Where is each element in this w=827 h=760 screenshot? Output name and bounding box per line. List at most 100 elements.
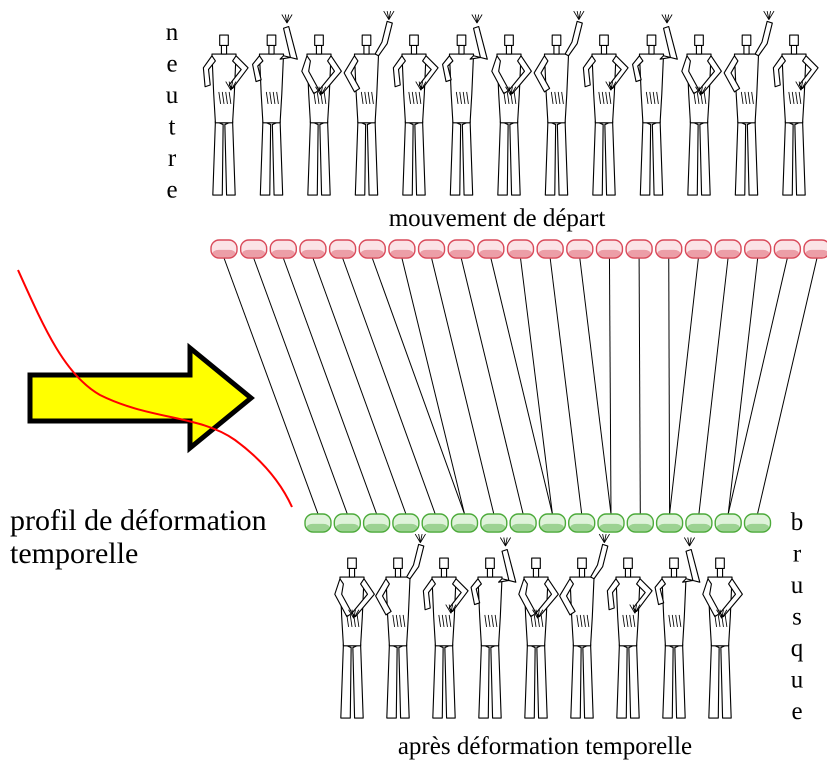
finger-stroke (530, 614, 533, 627)
vertical-letter: u (791, 667, 804, 694)
profile-label-line1: profil de déformation (10, 504, 267, 537)
finger-stroke (724, 614, 728, 627)
finger-stroke (364, 91, 367, 104)
finger-stroke (221, 91, 225, 104)
finger-stroke (696, 91, 700, 104)
frame-cell-shade (453, 523, 476, 532)
finger-stroke (533, 614, 537, 627)
finger-stroke (420, 81, 427, 91)
finger-stroke (455, 91, 459, 104)
frame-cell (626, 513, 654, 533)
mapping-line (282, 257, 378, 515)
finger-stroke (721, 609, 728, 619)
finger-stroke (388, 10, 395, 20)
finger-stroke (445, 604, 452, 614)
frame-cell-shade (746, 249, 770, 258)
finger-stroke (503, 91, 506, 104)
frame-cell-shade (597, 249, 621, 258)
finger-stroke (346, 614, 349, 627)
finger-stroke (601, 91, 605, 104)
frame-cell (625, 239, 653, 259)
finger-stroke (419, 533, 426, 543)
finger-stroke (535, 609, 539, 619)
finger-stroke (399, 614, 402, 627)
finger-stroke (598, 91, 601, 104)
frame-cell-shade (628, 523, 652, 532)
finger-stroke (348, 609, 355, 619)
finger-stroke (649, 91, 652, 104)
frame-cell (803, 239, 827, 259)
finger-stroke (700, 91, 703, 104)
frame-cell (358, 239, 386, 259)
finger-stroke (586, 614, 590, 627)
signer-figure-icon (723, 10, 775, 196)
finger-stroke (392, 614, 395, 627)
frame-cell-shade (423, 523, 447, 532)
vertical-letter: n (166, 19, 179, 46)
finger-stroke (450, 604, 454, 614)
finger-stroke (415, 91, 418, 104)
frame-cell-shade (538, 249, 562, 258)
frame-cell (744, 239, 772, 259)
finger-stroke (714, 614, 717, 627)
bottom-frame-bar (304, 513, 772, 533)
finger-stroke (800, 81, 807, 91)
finger-stroke (622, 614, 625, 627)
vertical-letter: s (792, 604, 802, 631)
vertical-letter: r (168, 145, 177, 172)
vertical-letter: e (791, 698, 802, 725)
frame-cell-shade (746, 523, 769, 532)
vertical-letter: u (166, 82, 179, 109)
bottom-caption: après déformation temporelle (398, 733, 692, 760)
frame-cell (714, 239, 742, 259)
bottom-figure-row (334, 533, 743, 719)
vertical-letter: e (166, 177, 177, 204)
finger-stroke (418, 91, 422, 104)
frame-cell-shade (360, 249, 384, 258)
frame-cell (450, 513, 479, 533)
frame-cell-shade (775, 249, 799, 258)
finger-stroke (689, 537, 696, 547)
frame-cell (362, 513, 391, 533)
frame-cell (210, 239, 238, 259)
mapping-line (431, 257, 495, 515)
frame-cell-shade (568, 249, 592, 258)
finger-stroke (225, 91, 228, 104)
finger-stroke (683, 537, 690, 547)
finger-stroke (230, 81, 234, 91)
finger-stroke (418, 81, 422, 91)
mapping-line (727, 257, 788, 515)
finger-stroke (448, 604, 452, 614)
finger-stroke (603, 533, 607, 543)
finger-stroke (476, 14, 480, 24)
finger-stroke (798, 91, 802, 104)
finger-stroke (695, 86, 702, 96)
finger-stroke (576, 10, 580, 20)
mapping-line (698, 257, 729, 515)
finger-stroke (557, 91, 561, 104)
finger-stroke (602, 533, 605, 543)
signer-figure-icon (202, 34, 249, 196)
finger-stroke (610, 81, 617, 91)
finger-stroke (284, 14, 288, 24)
mapping-line (223, 257, 319, 515)
signer-figure-icon (559, 533, 610, 719)
finger-stroke (573, 10, 580, 20)
finger-stroke (645, 91, 649, 104)
finger-stroke (608, 81, 612, 91)
frame-cell-shade (482, 523, 506, 532)
finger-stroke (356, 614, 360, 627)
finger-stroke (605, 91, 608, 104)
mapping-line (253, 257, 348, 515)
finger-stroke (788, 91, 791, 104)
finger-stroke (763, 10, 770, 20)
finger-stroke (508, 86, 512, 96)
frame-cell (566, 239, 594, 259)
right-arrow-icon (27, 342, 255, 454)
finger-stroke (450, 604, 457, 614)
frame-cell-shade (716, 523, 740, 532)
finger-stroke (751, 91, 754, 104)
finger-stroke (716, 609, 723, 619)
finger-stroke (316, 91, 320, 104)
frame-cell-shade (570, 523, 594, 532)
